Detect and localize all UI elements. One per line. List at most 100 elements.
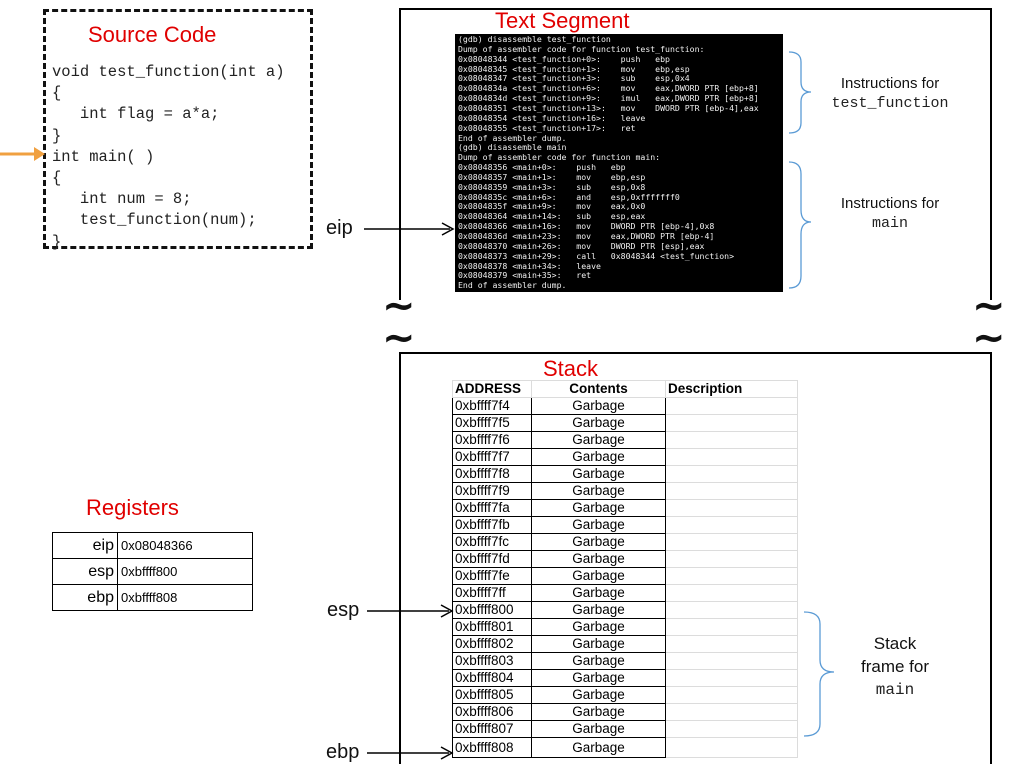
stack-contents-cell: Garbage xyxy=(531,584,666,602)
terminal-line: 0x08048355 <test_function+17>: ret xyxy=(458,122,636,133)
break-tilde-top-left: ~ xyxy=(382,283,416,329)
terminal-line: 0x08048354 <test_function+16>: leave xyxy=(458,112,646,123)
registers-title: Registers xyxy=(86,495,179,520)
stack-contents-cell: Garbage xyxy=(531,550,666,568)
register-value: 0x08048366 xyxy=(117,532,253,559)
stack-frame-label-3: main xyxy=(875,681,915,699)
stack-description-cell xyxy=(665,720,798,738)
terminal-line: End of assembler dump. xyxy=(458,280,567,291)
stack-contents-cell: Garbage xyxy=(531,499,666,517)
stack-address-cell: 0xbffff805 xyxy=(452,686,532,704)
stack-address-cell: 0xbffff801 xyxy=(452,618,532,636)
source-code-title: Source Code xyxy=(88,22,217,47)
stack-contents-cell: Garbage xyxy=(531,720,666,738)
stack-description-cell xyxy=(665,533,798,551)
stack-contents-cell: Garbage xyxy=(531,567,666,585)
stack-description-cell xyxy=(665,669,798,687)
text-segment-title: Text Segment xyxy=(495,8,630,33)
stack-address-cell: 0xbffff7f5 xyxy=(452,414,532,432)
stack-contents-cell: Garbage xyxy=(531,482,666,500)
text-segment-box xyxy=(399,8,992,300)
stack-description-cell xyxy=(665,737,798,758)
terminal-line: 0x0804835f <main+9>: mov eax,0x0 xyxy=(458,201,646,212)
stack-contents-cell: Garbage xyxy=(531,465,666,483)
stack-address-cell: 0xbffff7fd xyxy=(452,550,532,568)
stack-description-cell xyxy=(665,601,798,619)
terminal-line: 0x08048378 <main+34>: leave xyxy=(458,260,601,271)
eip-pointer-label: eip xyxy=(326,217,353,239)
stack-contents-cell: Garbage xyxy=(531,533,666,551)
stack-address-cell: 0xbffff804 xyxy=(452,669,532,687)
esp-pointer-label: esp xyxy=(327,599,360,621)
stack-contents-cell: Garbage xyxy=(531,601,666,619)
terminal-line: 0x08048373 <main+29>: call 0x8048344 <te… xyxy=(458,250,735,261)
stack-address-cell: 0xbffff800 xyxy=(452,601,532,619)
stack-contents-cell: Garbage xyxy=(531,686,666,704)
break-tilde-bottom-left: ~ xyxy=(382,315,416,361)
stack-description-cell xyxy=(665,686,798,704)
source-code-line: { xyxy=(52,169,62,187)
current-line-arrow xyxy=(0,147,45,161)
terminal-line: 0x08048370 <main+26>: mov DWORD PTR [esp… xyxy=(458,240,705,251)
terminal-line: 0x08048344 <test_function+0>: push ebp xyxy=(458,53,670,64)
register-name: ebp xyxy=(52,584,118,611)
stack-address-cell: 0xbffff7ff xyxy=(452,584,532,602)
source-code-line: int flag = a*a; xyxy=(52,105,220,124)
terminal-line: 0x0804835c <main+6>: and esp,0xfffffff0 xyxy=(458,191,680,202)
stack-contents-cell: Garbage xyxy=(531,618,666,636)
eip-arrow xyxy=(364,222,455,236)
stack-address-cell: 0xbffff803 xyxy=(452,652,532,670)
stack-contents-cell: Garbage xyxy=(531,397,666,415)
register-value: 0xbffff800 xyxy=(117,558,253,585)
stack-description-cell xyxy=(665,448,798,466)
stack-address-cell: 0xbffff7f7 xyxy=(452,448,532,466)
stack-contents-cell: Garbage xyxy=(531,414,666,432)
stack-frame-label-2: frame for xyxy=(860,657,930,676)
terminal-line: 0x08048345 <test_function+1>: mov ebp,es… xyxy=(458,63,690,74)
terminal-line: 0x08048379 <main+35>: ret xyxy=(458,270,592,281)
stack-address-cell: 0xbffff7fa xyxy=(452,499,532,517)
ebp-pointer-label: ebp xyxy=(326,741,360,763)
source-code-line: int main( ) xyxy=(52,147,155,166)
stack-contents-cell: Garbage xyxy=(531,448,666,466)
stack-address-cell: 0xbffff808 xyxy=(452,737,532,758)
instr-test-label: Instructions for xyxy=(840,75,940,92)
stack-address-cell: 0xbffff7fe xyxy=(452,567,532,585)
instr-test-name: test_function xyxy=(831,95,949,112)
instr-main-label: Instructions for xyxy=(840,195,940,212)
terminal-line: Dump of assembler code for function test… xyxy=(458,43,705,54)
stack-description-cell xyxy=(665,550,798,568)
source-code-box xyxy=(43,9,313,249)
stack-contents-cell: Garbage xyxy=(531,669,666,687)
register-name: esp xyxy=(52,558,118,585)
stack-contents-cell: Garbage xyxy=(531,703,666,721)
stack-address-cell: 0xbffff7f8 xyxy=(452,465,532,483)
stack-address-cell: 0xbffff807 xyxy=(452,720,532,738)
source-code-line: void test_function(int a) xyxy=(52,63,285,81)
stack-contents-cell: Garbage xyxy=(531,516,666,534)
source-code-line: } xyxy=(52,126,62,145)
terminal-line: End of assembler dump. xyxy=(458,132,567,143)
terminal-line: 0x08048356 <main+0>: push ebp xyxy=(458,162,626,173)
stack-description-cell xyxy=(665,703,798,721)
stack-description-cell xyxy=(665,482,798,500)
source-code-line: test_function(num); xyxy=(52,211,257,230)
stack-header-row: ADDRESS Contents Description xyxy=(452,380,798,398)
stack-address-cell: 0xbffff7f4 xyxy=(452,397,532,415)
